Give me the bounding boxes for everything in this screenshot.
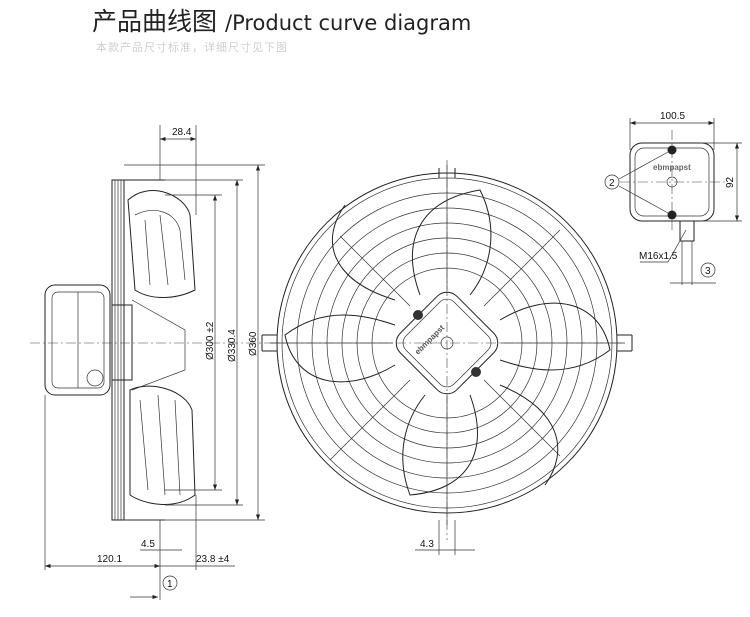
side-view: Ø300 ±2 Ø330.4 Ø360 28.4 120.1 4.5 23.8 … — [30, 125, 285, 600]
dim-bottom-mid: 4.5 — [141, 539, 155, 550]
blade-lower — [129, 385, 196, 505]
cable-gland-icon — [86, 369, 104, 387]
title-cn: 产品曲线图 — [92, 8, 218, 36]
callout-1-label: 1 — [167, 579, 173, 590]
callout-1 — [162, 575, 178, 591]
dim-top: 28.4 — [172, 127, 192, 138]
screw-icon — [471, 367, 481, 377]
blade-upper — [127, 190, 196, 298]
dim-diameter-360: Ø360 — [248, 331, 259, 356]
front-brand-label: ebmpapst — [413, 323, 446, 356]
dim-diameter-330: Ø330.4 — [227, 329, 238, 362]
subtitle: 本款产品尺寸标准，详细尺寸见下图 — [96, 42, 288, 54]
callout-2-label: 2 — [609, 178, 615, 189]
dim-bottom-right: 23.8 ±4 — [196, 554, 230, 565]
cable-gland — [679, 220, 695, 242]
title-en: /Product curve diagram — [225, 11, 472, 35]
box-brand-label: ebmpapst — [653, 163, 691, 172]
motor-housing — [44, 284, 111, 396]
dim-box-width: 100.5 — [660, 111, 685, 122]
front-view: ebmpapst 4.3 — [261, 160, 633, 555]
callout-2 — [604, 174, 620, 190]
screw-icon — [413, 310, 423, 320]
dim-front-bottom: 4.3 — [420, 539, 434, 550]
terminal-box-view: ebmpapst 100.5 92 2 M16x1.5 3 — [604, 111, 742, 285]
page-title: 产品曲线图/Product curve diagram — [92, 2, 471, 38]
dim-bottom-left: 120.1 — [97, 554, 122, 565]
dim-diameter-300: Ø300 ±2 — [205, 321, 216, 360]
fan-blades — [284, 189, 611, 496]
callout-3-label: 3 — [705, 266, 711, 277]
thread-label: M16x1.5 — [639, 251, 678, 262]
callout-3 — [700, 262, 716, 278]
dim-box-height: 92 — [725, 176, 736, 188]
